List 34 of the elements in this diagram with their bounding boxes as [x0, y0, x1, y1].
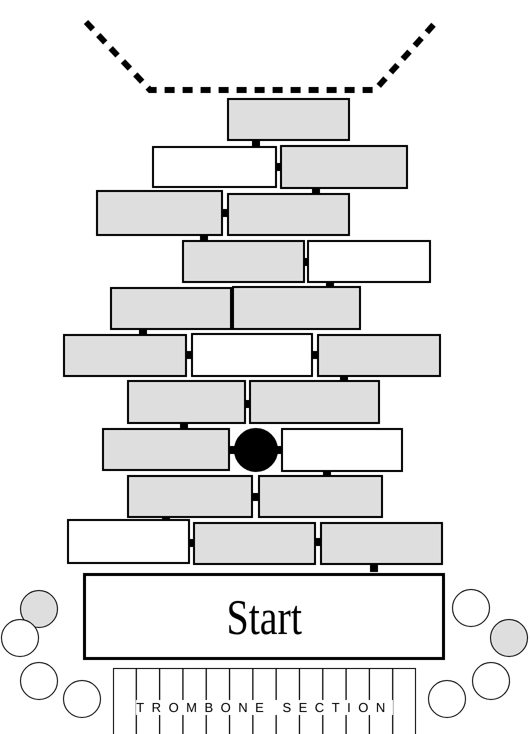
- seat-circle: [472, 662, 510, 700]
- section-label: TROMBONE SECTION: [136, 700, 393, 715]
- seat-circle: [490, 619, 528, 657]
- seat-circle: [20, 662, 58, 700]
- seat-block: [227, 193, 350, 236]
- seat-block: [280, 145, 408, 189]
- seat-circle: [428, 680, 466, 718]
- seat-circle: [20, 590, 58, 628]
- seat-block: [182, 240, 305, 283]
- seat-circle: [63, 680, 101, 718]
- seat-block: [152, 146, 277, 188]
- seat-block: [281, 428, 403, 472]
- start-box: [83, 573, 445, 660]
- seat-circle: [452, 589, 490, 627]
- seat-block: [258, 475, 383, 518]
- seat-block: [102, 428, 230, 471]
- seat-block: [307, 240, 431, 283]
- start-label: Start: [226, 588, 302, 646]
- seat-block: [249, 380, 380, 424]
- seat-block: [227, 98, 350, 141]
- seat-block: [191, 333, 313, 377]
- seat-block: [63, 334, 187, 377]
- conductor-dot: [234, 428, 278, 472]
- seat-block: [317, 334, 441, 377]
- seat-block: [127, 475, 253, 518]
- section-box: [113, 668, 416, 734]
- seat-block: [96, 190, 223, 236]
- seat-block: [232, 286, 361, 330]
- seat-block: [193, 522, 316, 565]
- seat-circle: [1, 619, 39, 657]
- seat-block: [320, 522, 443, 565]
- seat-block: [127, 380, 246, 424]
- seat-block: [110, 287, 232, 330]
- seat-block: [67, 519, 190, 564]
